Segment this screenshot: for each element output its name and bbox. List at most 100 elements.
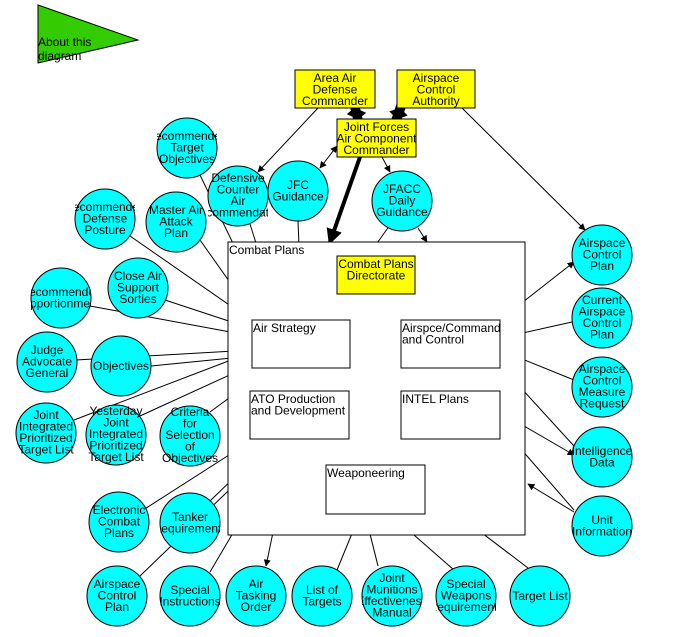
node-jag-shape: [16, 331, 78, 393]
edge-jfacc-jfcg: [319, 145, 338, 169]
about-diagram-button[interactable]: [37, 4, 140, 64]
node-ato2-shape: [225, 565, 287, 627]
node-airspce-shape: [400, 319, 501, 369]
node-jfacc-shape: [336, 118, 417, 158]
node-airstrat-label: Air Strategy: [253, 321, 316, 335]
node-aadc-shape: [294, 69, 376, 109]
edge-jfacc-box: [326, 156, 362, 246]
node-ecp-shape: [88, 491, 150, 553]
node-rto-shape: [156, 117, 218, 179]
node-weap-shape: [325, 464, 426, 515]
edge-jdg-box: [417, 227, 428, 243]
edge-jfacc-jdg: [381, 156, 391, 173]
node-lot-shape: [291, 565, 353, 627]
node-airstrat[interactable]: Air Strategy: [251, 319, 351, 369]
node-jiptl-shape: [15, 402, 77, 464]
edge-aca-jfacc: [389, 104, 408, 123]
node-tlist[interactable]: Target List: [509, 565, 571, 627]
node-tlist-shape: [509, 565, 571, 627]
node-treq-shape: [159, 492, 221, 554]
node-ato-shape: [249, 390, 350, 440]
node-obj[interactable]: Objectives: [90, 335, 152, 397]
node-acmr-shape: [571, 356, 633, 418]
node-sins-shape: [159, 565, 221, 627]
node-idata-shape: [571, 426, 633, 488]
node-weap[interactable]: Weaponeering: [325, 464, 426, 515]
node-intel[interactable]: INTEL Plans: [400, 390, 501, 440]
node-cacp-shape: [571, 287, 633, 349]
node-jfcg-shape: [267, 160, 329, 222]
node-obj-label: Objectives: [93, 359, 149, 373]
node-obj-shape: [90, 335, 152, 397]
edge-rapp-airstrat: [89, 305, 253, 339]
node-swr-shape: [435, 565, 497, 627]
node-acp2-shape: [86, 565, 148, 627]
node-uinfo-shape: [571, 495, 633, 557]
node-jdg-shape: [371, 170, 433, 232]
edge-aca-acp1: [461, 107, 586, 231]
node-cass-shape: [107, 257, 169, 319]
node-yjiptl-shape: [85, 404, 147, 466]
node-rapp-shape: [30, 267, 92, 329]
combat-plans-label: Combat Plans: [229, 243, 304, 257]
node-jmem-shape: [361, 565, 423, 627]
